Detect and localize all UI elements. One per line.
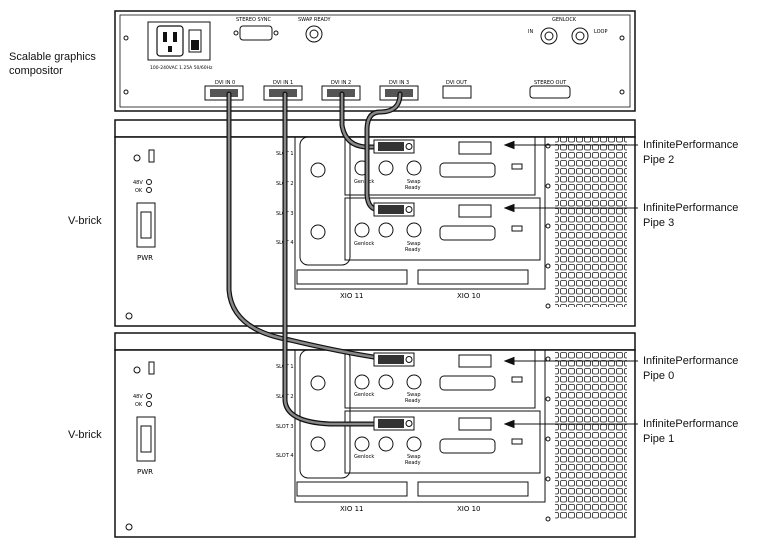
power-rating-label: 100-240VAC 1.25A 50/60Hz xyxy=(150,65,213,71)
ready-card-label: Ready xyxy=(405,398,421,404)
callout-pipe-0-line1: InfinitePerformance xyxy=(643,355,739,367)
ok-label: OK xyxy=(135,402,143,408)
xio-11-label: XIO 11 xyxy=(340,292,364,300)
xio-10-label: XIO 10 xyxy=(457,505,481,513)
swap-card-label: Swap xyxy=(407,454,421,460)
callout-pipe-3-line1: InfinitePerformance xyxy=(643,202,739,214)
dvi-out-connector xyxy=(442,85,472,99)
stereo-sync-label: STEREO SYNC xyxy=(236,17,272,23)
swap-card-label: Swap xyxy=(407,179,421,185)
genlock-connectors xyxy=(540,27,589,45)
swap-card-label: Swap xyxy=(407,392,421,398)
genlock-loop-label: LOOP xyxy=(594,29,608,35)
callout-pipe-1: InfinitePerformance Pipe 1 xyxy=(643,417,738,447)
ready-card-label: Ready xyxy=(405,185,421,191)
swap-ready-connector xyxy=(305,25,323,43)
swap-ready-label: SWAP READY xyxy=(298,17,331,23)
callout-pipe-2: InfinitePerformance Pipe 2 xyxy=(643,138,738,168)
callout-pipe-3: InfinitePerformance Pipe 3 xyxy=(643,201,738,231)
vbrick-top-label: V-brick xyxy=(68,215,102,227)
vbrick-bottom-label: V-brick xyxy=(68,429,102,441)
xio-10-label: XIO 10 xyxy=(457,292,481,300)
genlock-label: GENLOCK xyxy=(552,17,577,23)
dvi-out-label: DVI OUT xyxy=(446,80,468,86)
compositor-chassis: STEREO SYNC SWAP READY GENLOCK IN LOOP 1… xyxy=(114,10,636,112)
vbrick-bottom: SLOT 1 SLOT 2 SLOT 3 SLOT 4 48V OK PWR G… xyxy=(114,332,636,538)
vbrick-top: SLOT 1 SLOT 2 SLOT 3 SLOT 4 48V OK PWR G… xyxy=(114,119,636,327)
power-inlet xyxy=(147,21,211,61)
callout-arrows xyxy=(503,140,638,429)
callout-pipe-2-line1: InfinitePerformance xyxy=(643,139,739,151)
genlock-card-label: Genlock xyxy=(354,392,374,398)
stereo-out-connector xyxy=(529,85,571,99)
swap-card-label: Swap xyxy=(407,241,421,247)
compositor-label-line2: compositor xyxy=(9,65,63,77)
callout-pipe-2-line2: Pipe 2 xyxy=(643,154,675,166)
voltage-label: 48V xyxy=(133,394,143,400)
compositor-label-line1: Scalable graphics xyxy=(9,51,96,63)
dvi-in-0-label: DVI IN 0 xyxy=(215,80,235,86)
voltage-label: 48V xyxy=(133,180,143,186)
ok-label: OK xyxy=(135,188,143,194)
compositor-label: Scalable graphics compositor xyxy=(9,50,96,78)
ready-card-label: Ready xyxy=(405,460,421,466)
genlock-card-label: Genlock xyxy=(354,454,374,460)
slot-4-label: SLOT 4 xyxy=(276,453,294,459)
callout-pipe-0: InfinitePerformance Pipe 0 xyxy=(643,354,738,384)
genlock-card-label: Genlock xyxy=(354,179,374,185)
xio-11-label: XIO 11 xyxy=(340,505,364,513)
genlock-card-label: Genlock xyxy=(354,241,374,247)
dvi-cables xyxy=(226,91,403,427)
pipe-dvi-plugs xyxy=(373,139,415,431)
dvi-in-3-label: DVI IN 3 xyxy=(389,80,409,86)
pwr-label: PWR xyxy=(137,254,153,262)
dvi-in-1-label: DVI IN 1 xyxy=(273,80,293,86)
genlock-in-label: IN xyxy=(528,29,533,35)
slot-3-label: SLOT 3 xyxy=(276,424,294,430)
pwr-label: PWR xyxy=(137,468,153,476)
callout-pipe-1-line2: Pipe 1 xyxy=(643,433,675,445)
stereo-out-label: STEREO OUT xyxy=(534,80,567,86)
callout-pipe-1-line1: InfinitePerformance xyxy=(643,418,739,430)
ready-card-label: Ready xyxy=(405,247,421,253)
stereo-sync-connector xyxy=(233,25,279,41)
callout-pipe-3-line2: Pipe 3 xyxy=(643,217,675,229)
callout-pipe-0-line2: Pipe 0 xyxy=(643,370,675,382)
dvi-in-2-label: DVI IN 2 xyxy=(331,80,351,86)
